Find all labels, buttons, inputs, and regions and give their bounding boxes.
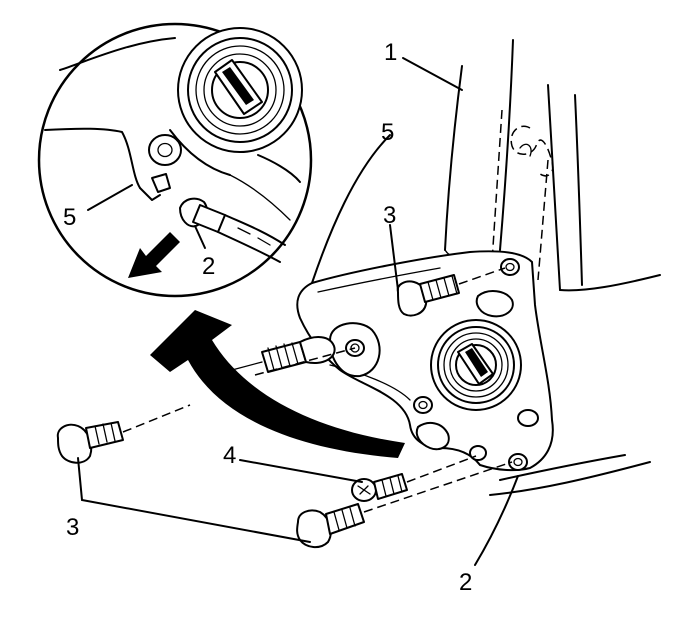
lower-bolt [296, 461, 513, 548]
callout-bolts-lower-pair: 3 [66, 514, 79, 541]
seat-back-frame [444, 39, 661, 292]
seat-cushion-edge [489, 454, 651, 496]
callout-bolt-inset: 2 [202, 253, 215, 280]
recliner-mechanism [430, 319, 522, 411]
upper-bolt [396, 267, 506, 317]
loose-bolt [56, 404, 191, 464]
recliner-plate [296, 250, 554, 472]
spline-shaft [231, 336, 356, 376]
callout-bolt-lower: 2 [459, 569, 472, 596]
callout-plate-inset: 5 [63, 204, 76, 231]
callout-screw: 4 [223, 442, 236, 469]
callout-bolt-upper: 3 [383, 202, 396, 229]
curved-arrow-icon [150, 310, 405, 458]
callout-seat-back-frame: 1 [384, 39, 397, 66]
detail-inset [37, 22, 313, 298]
arrow-down-left-icon [128, 232, 180, 278]
callout-plate-main: 5 [381, 119, 394, 146]
screw [351, 455, 477, 502]
leader-lines [77, 57, 519, 566]
